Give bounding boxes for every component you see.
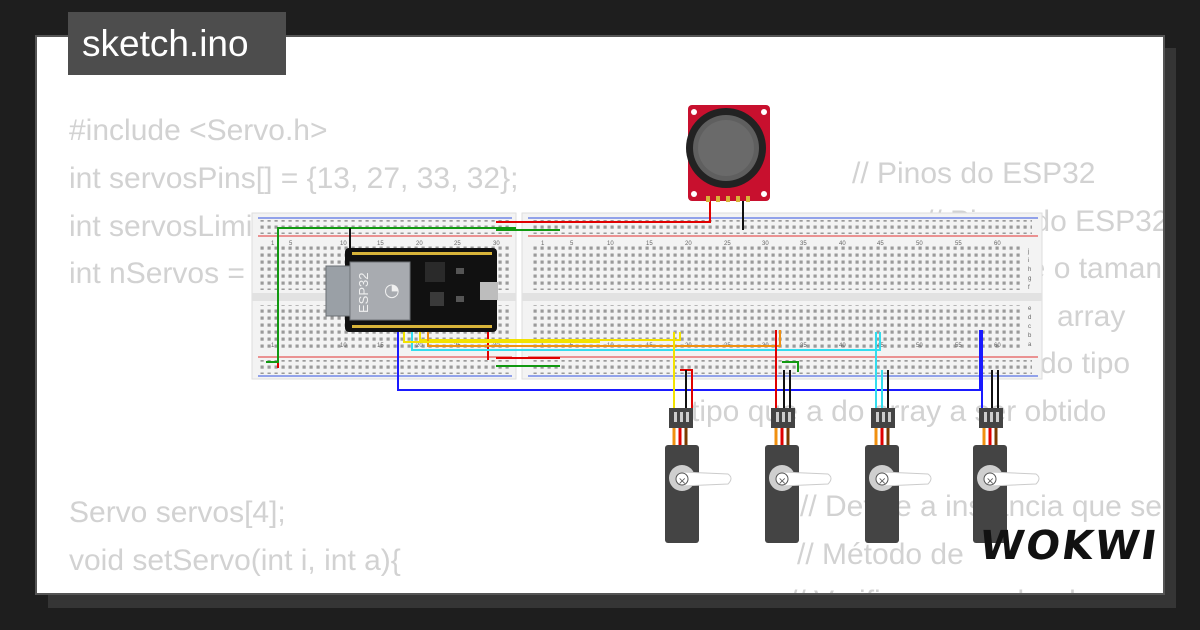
column-label: 35 <box>800 241 807 247</box>
column-label: 35 <box>800 343 807 349</box>
wire-joystick-vcc <box>540 200 711 223</box>
code-comment: // Pinos do ESP32 <box>852 157 1096 190</box>
servo-screw-icon: × <box>778 476 786 487</box>
row-label: c <box>1028 324 1031 330</box>
column-label: 60 <box>994 343 1001 349</box>
servo-4[interactable]: × <box>973 408 1040 543</box>
row-label: h <box>1028 267 1031 273</box>
column-label: 40 <box>839 343 846 349</box>
servo-screw-icon: × <box>678 476 686 487</box>
code-line: if(a > servosLimit[i]){ <box>69 585 810 593</box>
wire-blue-signal <box>397 326 981 391</box>
servo-2[interactable]: × <box>765 408 832 543</box>
column-label: 40 <box>839 241 846 247</box>
row-label: f <box>1028 285 1030 291</box>
column-label: 45 <box>877 241 884 247</box>
esp32-pins <box>352 252 492 328</box>
column-label: 1 <box>541 241 545 247</box>
servo-screw-icon: × <box>878 476 886 487</box>
column-label: 20 <box>416 241 423 247</box>
row-label: b <box>1028 333 1032 339</box>
file-tab[interactable]: sketch.ino <box>68 12 286 75</box>
esp32-label: ESP32 <box>356 273 371 313</box>
code-line: Servo servos[4]; <box>69 496 286 530</box>
column-label: 15 <box>377 343 384 349</box>
column-label: 10 <box>340 343 347 349</box>
esp32-logo-icon: ◔ <box>384 280 400 301</box>
wire-cyan-signal <box>411 326 881 351</box>
column-label: 50 <box>916 241 923 247</box>
column-label: 10 <box>607 241 614 247</box>
wire-orange-signal <box>427 326 781 347</box>
column-label: 25 <box>724 241 731 247</box>
row-label: e <box>1028 306 1032 312</box>
column-label: 5 <box>570 241 574 247</box>
servo2-green-wire <box>782 361 799 372</box>
column-label: 15 <box>646 241 653 247</box>
column-label: 30 <box>493 241 500 247</box>
column-label: 1 <box>271 241 275 247</box>
servo-1[interactable]: × <box>665 408 732 543</box>
code-comment: do tipo <box>1040 347 1131 380</box>
code-editor-text: #include <Servo.h> int servosPins[] = {13… <box>69 107 810 593</box>
joystick-module[interactable] <box>686 105 770 202</box>
code-line: #include <Servo.h> <box>69 114 328 147</box>
column-label: 20 <box>416 343 423 349</box>
row-label: j <box>1027 249 1029 255</box>
breadboard-full <box>521 212 1043 380</box>
column-label: 30 <box>762 241 769 247</box>
servo1-vcc-wire <box>680 369 693 412</box>
usb-port <box>480 282 498 300</box>
column-label: 55 <box>955 343 962 349</box>
column-label: 20 <box>685 241 692 247</box>
row-label: a <box>1028 342 1032 348</box>
row-label: d <box>1028 315 1031 321</box>
code-line: void setServo(int i, int a){ <box>69 544 401 578</box>
wire-yellow-signal <box>419 326 681 341</box>
row-label: i <box>1028 258 1029 264</box>
code-line: int servosPins[] = {13, 27, 33, 32}; <box>69 161 519 195</box>
column-label: 5 <box>289 241 293 247</box>
wire-green-rail <box>266 227 516 363</box>
column-label: 1 <box>271 343 275 349</box>
esp32-board[interactable]: ESP32 ◔ <box>325 248 498 332</box>
code-comment: // Método de <box>797 538 964 571</box>
column-label: 60 <box>994 241 1001 247</box>
row-label: g <box>1028 276 1031 282</box>
servo-screw-icon: × <box>986 476 994 487</box>
column-label: 50 <box>916 343 923 349</box>
column-label: 25 <box>454 241 461 247</box>
breadboard-row-labels: j i h g f e d c b a <box>1027 249 1032 348</box>
wokwi-logo: WOKWI <box>976 523 1162 569</box>
column-label: 55 <box>955 241 962 247</box>
servo-3[interactable]: × <box>865 408 932 543</box>
column-label: 10 <box>340 241 347 247</box>
code-comment: // Verifica se o valor do <box>789 585 1093 593</box>
code-comment: array <box>1057 300 1126 333</box>
column-label: 15 <box>377 241 384 247</box>
